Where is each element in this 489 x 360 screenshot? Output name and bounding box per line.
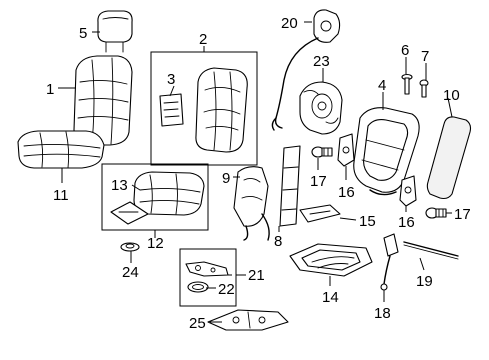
trim-strip-part (279, 145, 301, 227)
callout-18: 18 (374, 305, 391, 322)
hinge-right-part (399, 175, 417, 207)
callout-25: 25 (189, 315, 206, 332)
callout-15: 15 (359, 213, 376, 230)
callout-19: 19 (416, 273, 433, 290)
callout-14: 14 (322, 289, 339, 306)
callout-21: 21 (248, 267, 265, 284)
recliner-group-box (179, 248, 237, 307)
callout-22: 22 (218, 281, 235, 298)
callout-10: 10 (443, 87, 460, 104)
callout-16-right: 16 (398, 214, 415, 231)
seat-cushion-part (17, 130, 105, 169)
bolt-left-part (311, 146, 333, 158)
seatback-cover-part (195, 67, 248, 153)
ring-part (187, 281, 209, 293)
callout-6: 6 (401, 42, 409, 59)
cushion-cover-part (133, 171, 205, 216)
callout-11: 11 (53, 187, 69, 204)
callout-17-right: 17 (454, 206, 471, 223)
lumbar-mechanism-part (299, 81, 343, 135)
bolt-part (401, 73, 413, 95)
clip-part (120, 242, 140, 252)
cable-actuator-part (271, 9, 341, 131)
recliner-handle-part (185, 261, 229, 277)
callout-20: 20 (281, 15, 298, 32)
callout-3: 3 (167, 71, 175, 88)
side-shield-part (233, 166, 270, 241)
rod-part (403, 241, 459, 260)
callout-13: 13 (111, 177, 128, 194)
bolt-right-part (425, 207, 447, 219)
leader-lines (58, 21, 453, 323)
cushion-pad-part (110, 201, 149, 225)
callout-1: 1 (46, 81, 54, 98)
callout-8: 8 (274, 233, 282, 250)
callout-9: 9 (222, 170, 230, 187)
callout-24: 24 (122, 264, 139, 281)
pad-part (299, 204, 341, 223)
sensor-part (380, 233, 399, 291)
callout-5: 5 (79, 25, 87, 42)
back-panel-part (426, 116, 472, 200)
bracket-part (207, 309, 289, 331)
callout-23: 23 (313, 53, 330, 70)
label-pad-part (159, 93, 184, 127)
callout-4: 4 (378, 77, 386, 94)
callout-17-left: 17 (310, 173, 327, 190)
hinge-left-part (337, 133, 355, 167)
headrest-part (97, 10, 133, 53)
callout-2: 2 (199, 31, 207, 48)
seat-frame-part (289, 243, 373, 277)
callout-7: 7 (421, 48, 429, 65)
pin-part (419, 79, 429, 98)
callout-16-left: 16 (338, 184, 355, 201)
seatback-frame-part (353, 107, 420, 196)
callout-12: 12 (147, 235, 164, 252)
